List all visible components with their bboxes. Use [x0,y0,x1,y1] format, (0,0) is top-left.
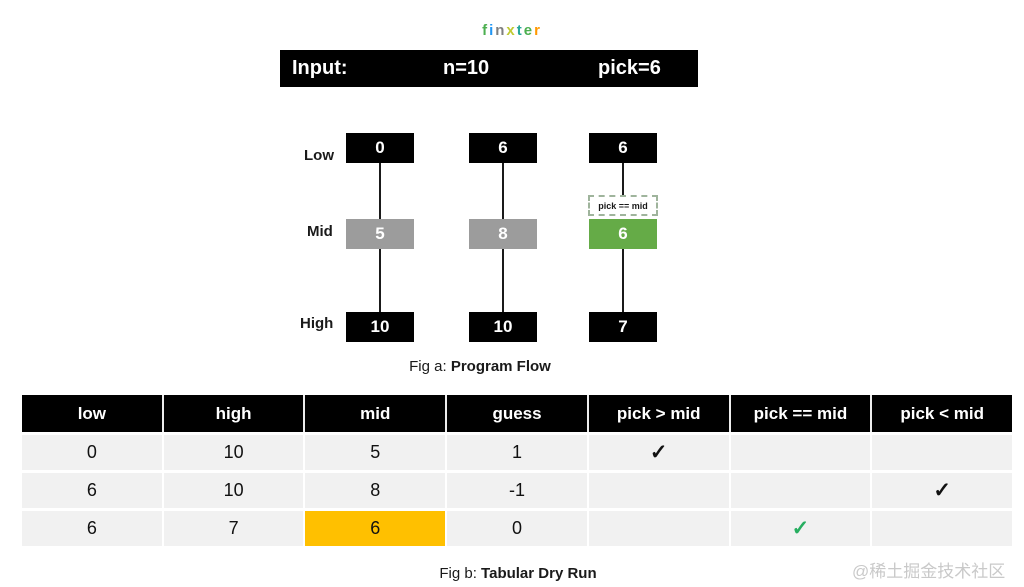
cell-pick-eq-mid-check: ✓ [730,511,873,546]
cell-pick-eq-mid [730,435,873,470]
connector-line [379,163,381,219]
low-box-step3: 6 [589,133,657,163]
input-bar: Input: n=10 pick=6 [280,50,698,87]
flow-label-high: High [300,315,334,332]
cell-pick-lt-mid [872,435,1013,470]
table-row: 0 10 5 1 ✓ [22,435,1013,470]
col-header-pick-eq-mid: pick == mid [730,395,873,432]
community-watermark: @稀土掘金技术社区 [852,562,1006,581]
cell-guess: 1 [447,435,589,470]
logo-letter: r [534,22,542,39]
cell-low: 0 [22,435,164,470]
cell-pick-lt-mid-check: ✓ [872,473,1013,508]
logo-letter: e [523,22,535,39]
col-header-guess: guess [447,395,589,432]
cell-low: 6 [22,511,164,546]
col-header-mid: mid [305,395,448,432]
cell-low: 6 [22,473,164,508]
logo-letter: x [506,22,517,39]
col-header-low: low [22,395,164,432]
pick-equals-mid-callout: pick == mid [588,195,658,216]
cell-pick-eq-mid [730,473,873,508]
cell-high: 10 [163,435,306,470]
cell-high: 7 [163,511,306,546]
flow-label-mid: Mid [307,223,333,240]
input-pick-value: pick=6 [598,57,661,79]
col-header-pick-gt-mid: pick > mid [588,395,731,432]
cell-pick-lt-mid [872,511,1013,546]
flow-label-low: Low [304,147,334,164]
cell-mid: 5 [305,435,448,470]
col-header-pick-lt-mid: pick < mid [872,395,1013,432]
low-box-step1: 0 [346,133,414,163]
connector-line [379,249,381,312]
cell-guess: 0 [447,511,589,546]
connector-line [622,249,624,312]
logo-letter: t [516,22,524,39]
mid-box-step3-found: 6 [589,219,657,249]
input-label: Input: [292,57,348,79]
caption-a-title: Program Flow [450,358,551,375]
cell-pick-gt-mid [588,511,731,546]
table-row: 6 10 8 -1 ✓ [22,473,1013,508]
cell-pick-gt-mid-check: ✓ [588,435,731,470]
logo-letter: n [495,22,507,39]
cell-high: 10 [163,473,306,508]
figure-b-caption: Fig b: Tabular Dry Run [0,565,1024,582]
cell-pick-gt-mid [588,473,731,508]
high-box-step3: 7 [589,312,657,342]
connector-line [622,163,624,196]
caption-a-prefix: Fig a: [409,358,451,375]
low-box-step2: 6 [469,133,537,163]
figure-a-caption: Fig a: Program Flow [0,358,960,375]
cell-mid-highlighted: 6 [305,511,448,546]
high-box-step2: 10 [469,312,537,342]
connector-line [502,163,504,219]
mid-box-step1: 5 [346,219,414,249]
cell-guess: -1 [447,473,589,508]
connector-line [502,249,504,312]
input-n-value: n=10 [443,57,490,79]
logo-letter: f [482,22,490,39]
mid-box-step2: 8 [469,219,537,249]
table-row: 6 7 6 0 ✓ [22,511,1013,546]
caption-b-prefix: Fig b: [439,565,482,582]
cell-mid: 8 [305,473,448,508]
logo-letter: i [489,22,496,39]
col-header-high: high [163,395,306,432]
caption-b-title: Tabular Dry Run [481,565,597,582]
table-header-row: low high mid guess pick > mid pick == mi… [22,395,1013,432]
finxter-logo: finxter [0,22,1024,39]
dry-run-table: low high mid guess pick > mid pick == mi… [22,395,1013,546]
high-box-step1: 10 [346,312,414,342]
